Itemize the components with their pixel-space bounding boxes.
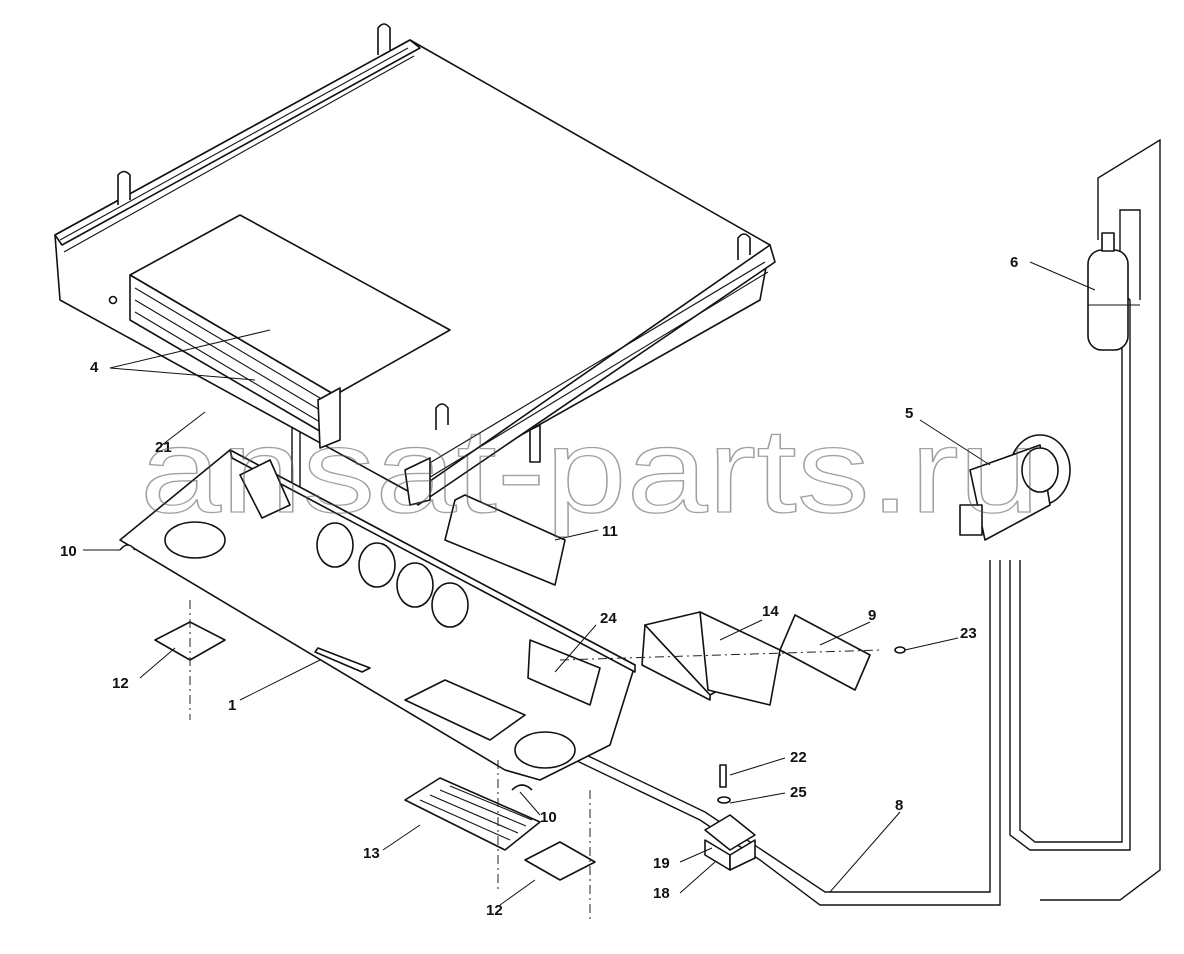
callout-22: 22 bbox=[790, 749, 807, 766]
hose-clip-lower bbox=[511, 784, 533, 791]
filter-frame bbox=[444, 494, 566, 586]
mounting-panel bbox=[119, 449, 636, 781]
callout-13: 13 bbox=[363, 845, 380, 862]
callout-10-upper: 10 bbox=[60, 543, 77, 560]
callout-12-upper: 12 bbox=[112, 675, 129, 692]
cover-plate bbox=[779, 614, 871, 691]
callout-14: 14 bbox=[762, 603, 779, 620]
callout-labels: 1 4 5 6 8 9 10 10 11 12 12 13 14 18 19 2… bbox=[60, 254, 1018, 919]
callout-12-lower: 12 bbox=[486, 902, 503, 919]
louvre-grille bbox=[129, 274, 336, 441]
lifting-handles bbox=[117, 23, 751, 430]
bracket-assembly bbox=[704, 764, 756, 871]
callout-21: 21 bbox=[155, 439, 172, 456]
compressor bbox=[959, 434, 1071, 541]
callout-9: 9 bbox=[868, 607, 876, 624]
duct-adapter bbox=[641, 611, 781, 706]
evaporator-unit bbox=[54, 23, 776, 506]
callout-19: 19 bbox=[653, 855, 670, 872]
return-air-grille bbox=[404, 777, 541, 851]
watermark-text: ansat-parts.ru bbox=[140, 404, 1040, 538]
callout-4: 4 bbox=[90, 359, 99, 376]
callout-23: 23 bbox=[960, 625, 977, 642]
receiver-drier bbox=[1087, 232, 1140, 351]
callout-1: 1 bbox=[228, 697, 236, 714]
screw bbox=[894, 646, 906, 654]
callout-25: 25 bbox=[790, 784, 807, 801]
callout-24: 24 bbox=[600, 610, 617, 627]
callout-18: 18 bbox=[653, 885, 670, 902]
hose-clip-upper bbox=[119, 544, 136, 551]
callout-11: 11 bbox=[602, 523, 618, 540]
callout-5: 5 bbox=[905, 405, 913, 422]
callout-6: 6 bbox=[1010, 254, 1018, 271]
centre-lines bbox=[189, 600, 881, 920]
callout-8: 8 bbox=[895, 797, 903, 814]
gasket-lower bbox=[524, 841, 596, 881]
callout-10-lower: 10 bbox=[540, 809, 557, 826]
leader-lines bbox=[83, 261, 1096, 906]
